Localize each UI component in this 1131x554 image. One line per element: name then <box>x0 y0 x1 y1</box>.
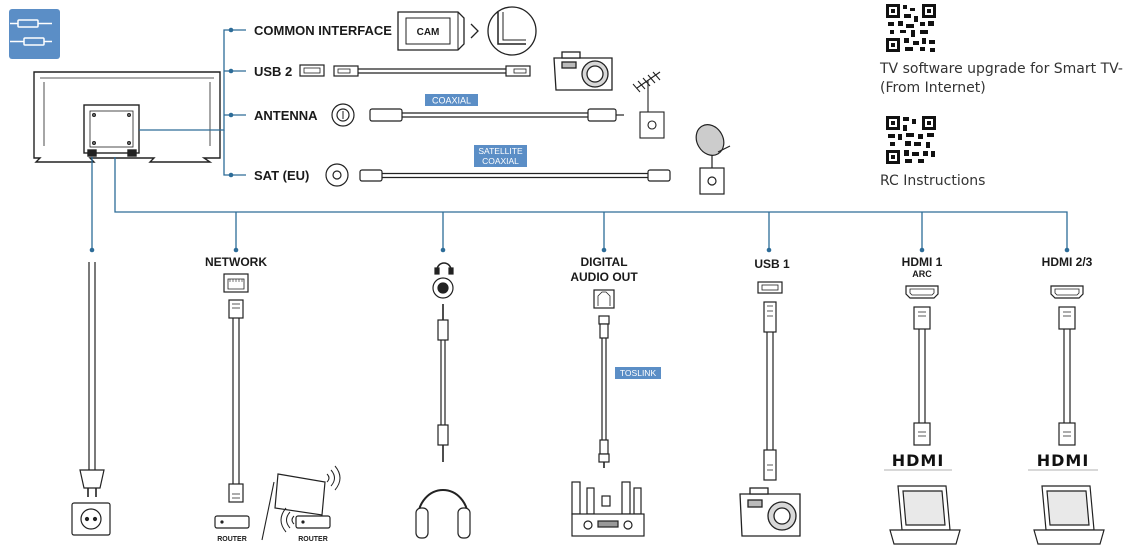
hdmi1-cable-icon <box>905 285 939 446</box>
qr-rc-text: RC Instructions <box>880 173 985 189</box>
toslink-tag-text: TOSLINK <box>620 368 657 378</box>
network-label: NETWORK <box>205 255 267 269</box>
usb2-cable-icon <box>299 64 531 77</box>
coaxial-tag <box>425 94 478 106</box>
usb1-label: USB 1 <box>754 257 790 271</box>
qr-upgrade-text-1: TV software upgrade for Smart TV- <box>879 61 1123 77</box>
cam-label: CAM <box>417 27 440 38</box>
usb2-label: USB 2 <box>254 64 292 79</box>
qr-code-rc <box>886 116 936 164</box>
hdmi-logo-2: HDMI <box>1037 451 1090 470</box>
usb1-cable-icon <box>757 281 783 481</box>
qr-upgrade-text-2: (From Internet) <box>880 80 986 96</box>
optical-cable-icon <box>593 289 615 468</box>
satellite-tag-text-2: COAXIAL <box>482 156 519 166</box>
sat-cable-icon <box>325 163 671 187</box>
top-connection-dots <box>228 27 234 178</box>
tv-rear-icon <box>33 71 221 163</box>
camera-icon-top <box>553 51 613 91</box>
antenna-label: ANTENNA <box>254 108 318 123</box>
top-connection-lines <box>139 29 246 176</box>
satellite-coaxial-tag <box>474 145 527 167</box>
common-interface-label: COMMON INTERFACE <box>254 23 392 38</box>
hdmi1-arc-label: ARC <box>912 269 932 279</box>
power-cable-icon <box>71 262 111 536</box>
connector-badge-icon <box>9 9 60 59</box>
laptop-icon-1 <box>889 485 961 545</box>
headphone-cable-icon <box>415 262 471 539</box>
digital-audio-label-2: AUDIO OUT <box>570 270 638 284</box>
satellite-tag-text-1: SATELLITE <box>478 146 523 156</box>
router-label-2: ROUTER <box>298 536 328 543</box>
router-label-1: ROUTER <box>217 536 247 543</box>
home-theater-icon <box>571 481 645 537</box>
cam-card-icon <box>397 6 537 56</box>
coaxial-tag-text: COAXIAL <box>432 96 471 106</box>
laptop-icon-2 <box>1033 485 1105 545</box>
hdmi-logo-1: HDMI <box>892 451 945 470</box>
qr-code-upgrade <box>886 4 936 52</box>
toslink-tag <box>615 367 661 379</box>
antenna-cable-icon <box>331 103 624 127</box>
hdmi23-cable-icon <box>1050 285 1084 446</box>
satellite-dish-icon <box>695 124 731 195</box>
sat-label: SAT (EU) <box>254 168 309 183</box>
bottom-connection-dots <box>89 247 1070 253</box>
network-cable-icon <box>214 273 341 541</box>
camera-icon-bottom <box>739 487 801 537</box>
hdmi1-label: HDMI 1 <box>902 255 943 269</box>
rooftop-antenna-icon <box>632 71 665 139</box>
bottom-connection-lines <box>91 157 1068 250</box>
digital-audio-label-1: DIGITAL <box>580 255 627 269</box>
hdmi23-label: HDMI 2/3 <box>1042 255 1093 269</box>
